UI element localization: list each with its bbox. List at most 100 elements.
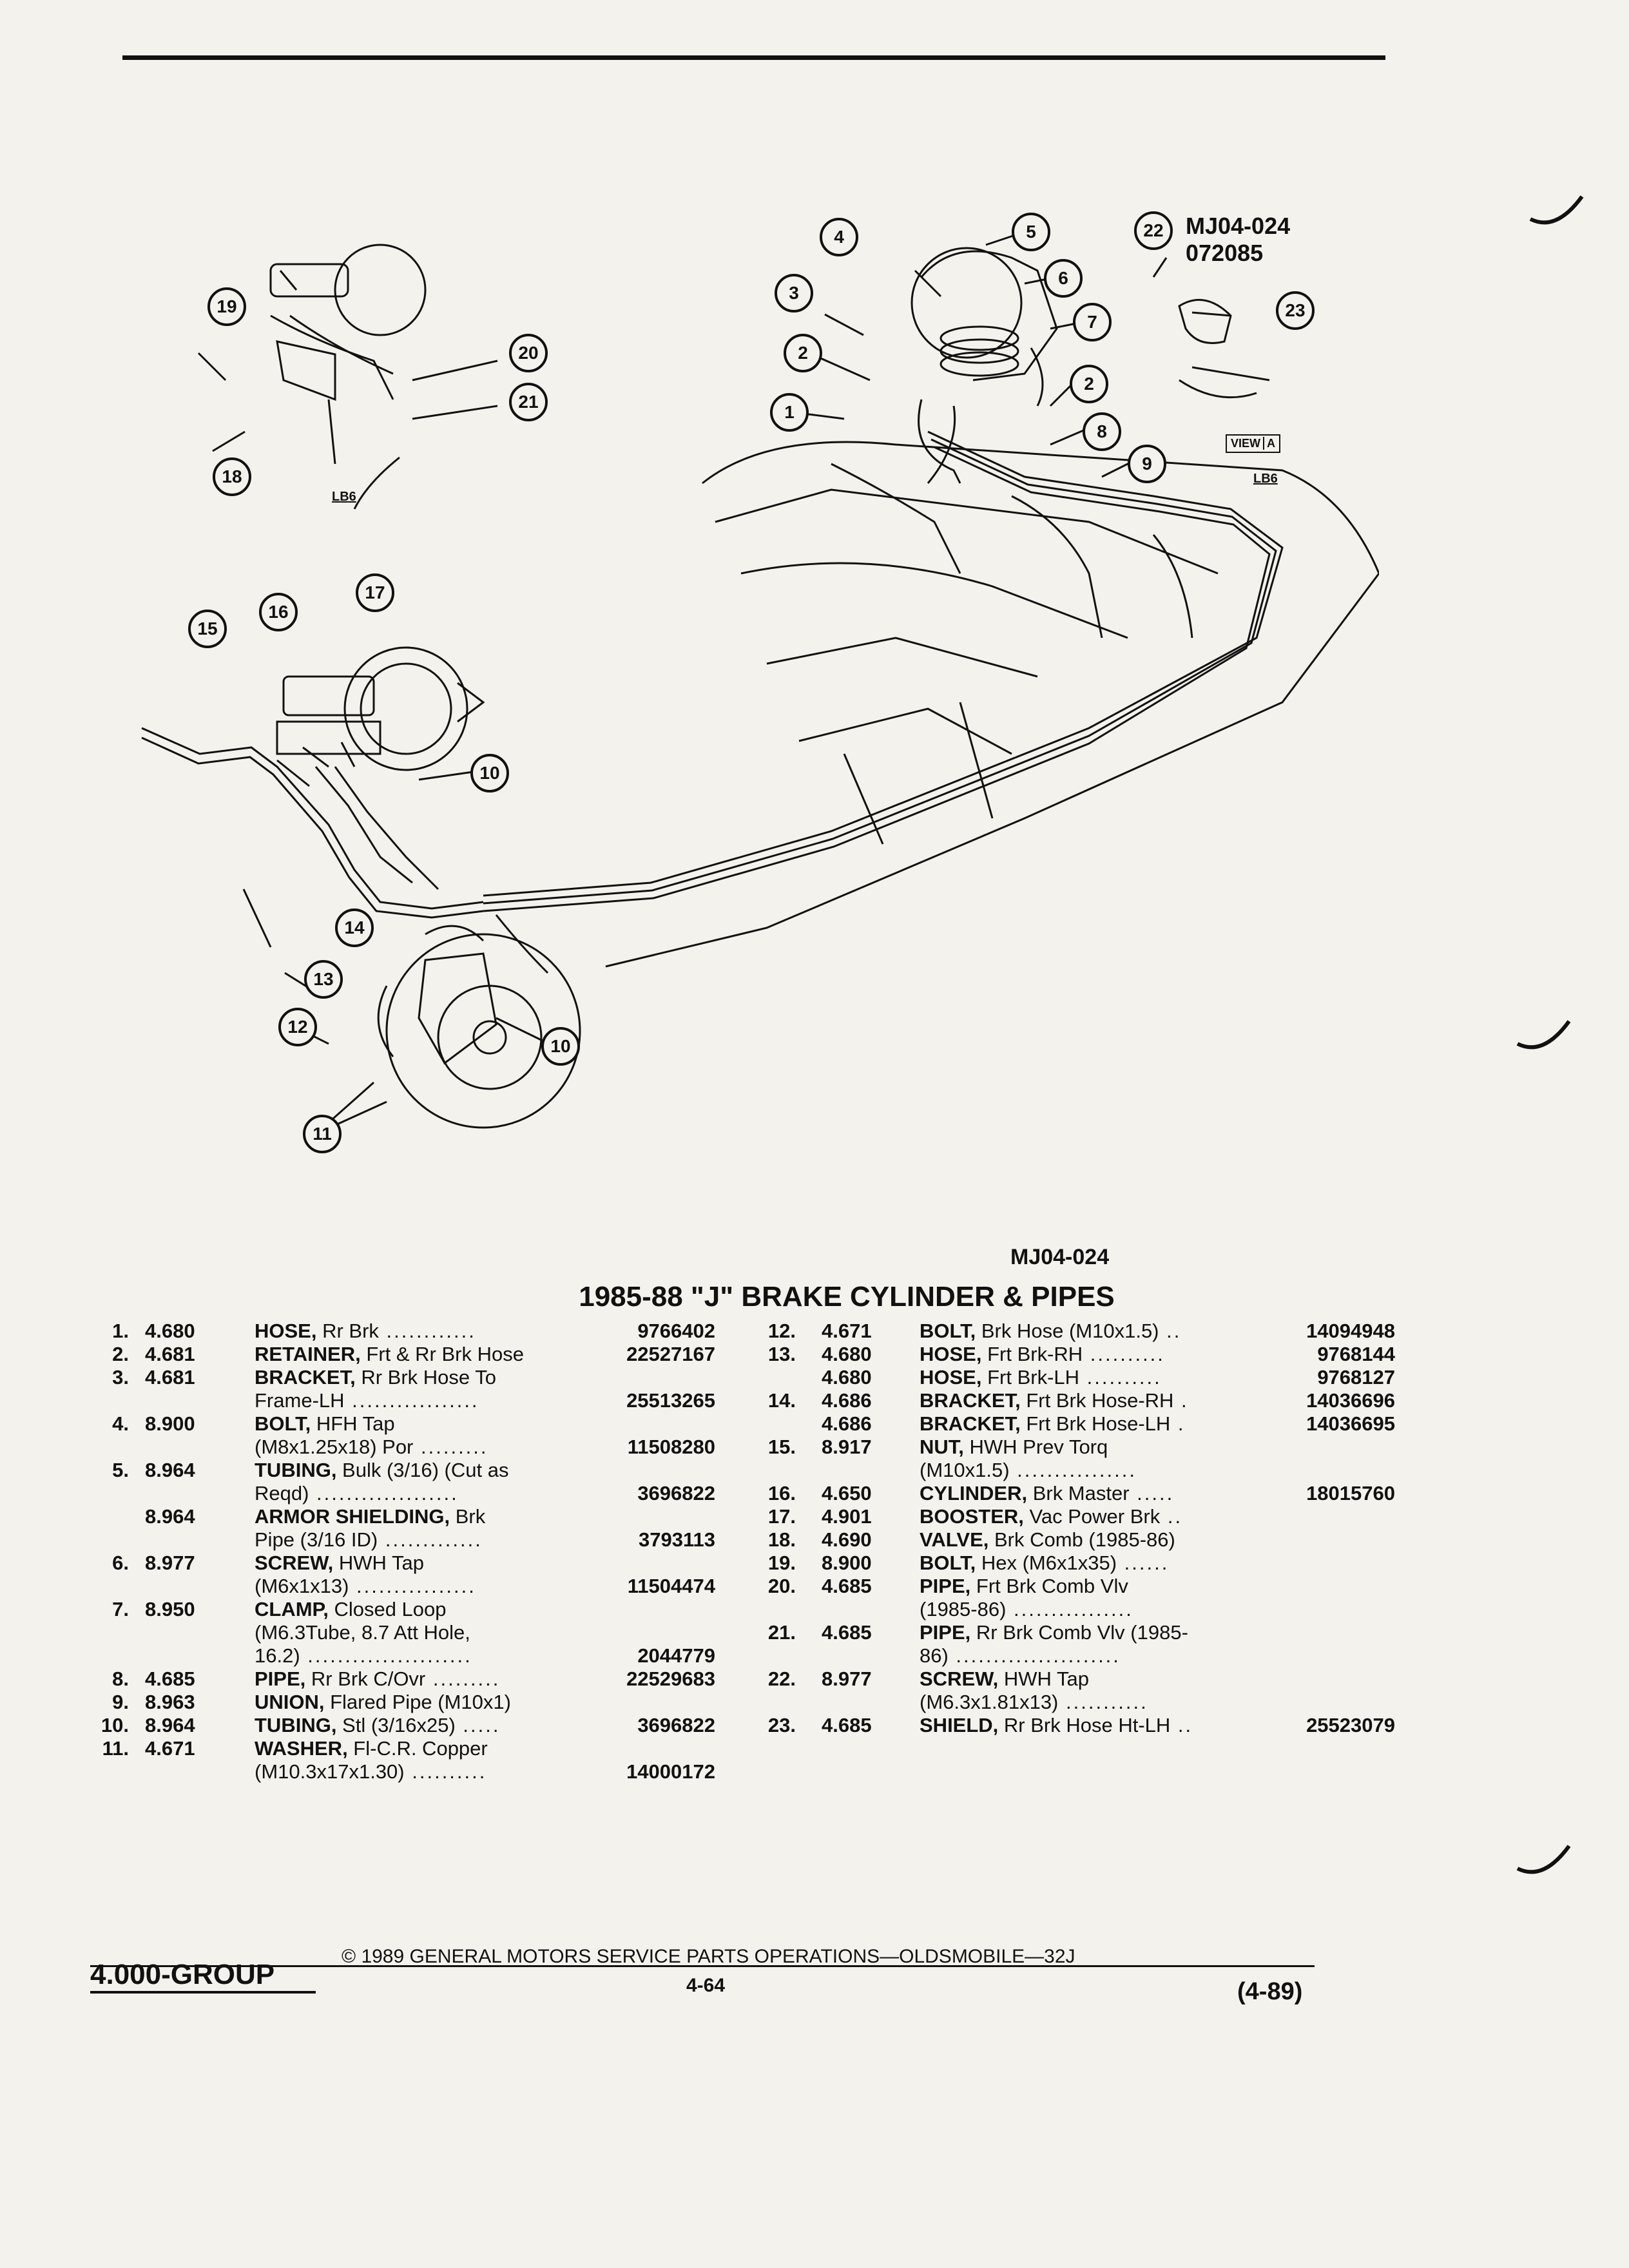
part-name: RETAINER, — [255, 1343, 361, 1365]
callout-5: 5 — [1012, 213, 1050, 251]
part-name: WASHER, — [255, 1737, 348, 1760]
callout-7: 7 — [1073, 303, 1112, 341]
footer-copyright: © 1989 GENERAL MOTORS SERVICE PARTS OPER… — [342, 1946, 1075, 1967]
part-description: BRACKET, Rr Brk Hose To — [255, 1366, 496, 1389]
leader-dots: ................ — [1006, 1598, 1133, 1620]
leader-dots: ............. — [378, 1528, 483, 1551]
part-detail: Rr Brk — [316, 1320, 379, 1342]
engine-tag-left: LB6 — [332, 490, 356, 504]
callout-21: 21 — [509, 383, 548, 421]
part-number: 11504474 — [627, 1575, 715, 1597]
part-name: BRACKET, — [920, 1389, 1021, 1412]
part-description: BRACKET, Frt Brk Hose-RH . — [920, 1389, 1189, 1412]
part-description: (M10.3x17x1.30) .......... — [255, 1760, 487, 1783]
callout-11: 11 — [303, 1115, 342, 1153]
part-detail: HWH Prev Torq — [963, 1436, 1108, 1458]
part-description: PIPE, Frt Brk Comb Vlv — [920, 1575, 1128, 1598]
part-number: 18015760 — [1306, 1482, 1395, 1504]
part-name: BRACKET, — [255, 1366, 356, 1389]
item-number: 22. — [767, 1667, 796, 1690]
part-detail: (1985-86) — [920, 1598, 1007, 1620]
part-description: BOLT, Hex (M6x1x35) ...... — [920, 1552, 1169, 1575]
part-detail: Stl (3/16x25) — [336, 1714, 456, 1736]
leader-dots: ......... — [413, 1436, 488, 1458]
group-number: 8.900 — [822, 1552, 872, 1574]
part-name: HOSE, — [920, 1366, 982, 1389]
callout-9: 9 — [1128, 445, 1166, 483]
part-detail: Reqd) — [255, 1482, 309, 1504]
part-description: ARMOR SHIELDING, Brk — [255, 1505, 485, 1528]
figure-id: MJ04-024 — [1010, 1245, 1110, 1269]
group-number: 8.977 — [822, 1667, 872, 1690]
leader-dots: ................ — [349, 1575, 476, 1597]
leader-dots: ..... — [1129, 1482, 1175, 1504]
top-rule — [122, 55, 1385, 60]
part-description: CYLINDER, Brk Master ..... — [920, 1482, 1174, 1505]
part-number: 11508280 — [627, 1436, 715, 1458]
part-description: (M10x1.5) ................ — [920, 1459, 1137, 1482]
callout-4: 4 — [820, 218, 858, 256]
item-number: 17. — [767, 1505, 796, 1528]
group-number: 4.671 — [822, 1320, 872, 1342]
item-number: 16. — [767, 1482, 796, 1504]
item-number: 6. — [112, 1552, 129, 1574]
callout-2: 2 — [784, 334, 822, 372]
part-name: NUT, — [920, 1436, 964, 1458]
parts-row: (M6.3Tube, 8.7 Att Hole, — [71, 1621, 715, 1644]
part-number: 14000172 — [626, 1760, 715, 1783]
part-detail: (M8x1.25x18) Por — [255, 1436, 414, 1458]
part-detail: Pipe (3/16 ID) — [255, 1528, 378, 1551]
item-number: 10. — [101, 1714, 129, 1736]
part-detail: Rr Brk Hose Ht-LH — [998, 1714, 1171, 1736]
diagram-artwork — [141, 231, 1379, 1135]
group-number: 4.685 — [822, 1714, 872, 1736]
leader-dots: ................ — [1009, 1459, 1137, 1481]
part-name: BRACKET, — [920, 1412, 1021, 1435]
leader-dots: ................... — [309, 1482, 459, 1504]
callout-1: 1 — [770, 393, 809, 432]
page-title: 1985-88 "J" BRAKE CYLINDER & PIPES — [579, 1281, 1115, 1312]
part-name: BOLT, — [255, 1412, 311, 1435]
item-number: 8. — [112, 1667, 129, 1690]
brake-exploded-diagram: 1 2 2 3 4 5 6 7 8 9 10 10 11 12 13 14 15… — [122, 187, 1379, 1218]
part-detail: (M6.3Tube, 8.7 Att Hole, — [255, 1621, 470, 1644]
part-name: PIPE, — [920, 1575, 971, 1597]
item-number: 18. — [767, 1528, 796, 1551]
callout-15: 15 — [188, 610, 227, 648]
callout-14: 14 — [335, 908, 374, 947]
item-number: 5. — [112, 1459, 129, 1481]
part-description: RETAINER, Frt & Rr Brk Hose — [255, 1343, 524, 1366]
footer-group-underline — [90, 1991, 316, 1994]
part-name: TUBING, — [255, 1459, 337, 1481]
group-number: 4.685 — [822, 1621, 872, 1644]
item-number: 4. — [112, 1412, 129, 1435]
part-detail: 16.2) — [255, 1644, 300, 1667]
part-name: HOSE, — [920, 1343, 982, 1365]
part-name: PIPE, — [255, 1667, 306, 1690]
part-detail: Rr Brk Comb Vlv (1985- — [970, 1621, 1188, 1644]
leader-dots: ................. — [344, 1389, 479, 1412]
callout-13: 13 — [304, 960, 343, 999]
part-description: (M6.3Tube, 8.7 Att Hole, — [255, 1621, 470, 1644]
margin-check-mark — [1514, 1843, 1572, 1881]
part-detail: Frt Brk-RH — [981, 1343, 1083, 1365]
part-description: SHIELD, Rr Brk Hose Ht-LH .. — [920, 1714, 1193, 1737]
callout-22: 22 — [1134, 211, 1173, 250]
leader-dots: ...................... — [948, 1644, 1121, 1667]
part-detail: Frt Brk-LH — [981, 1366, 1080, 1389]
margin-check-mark — [1514, 1018, 1572, 1057]
